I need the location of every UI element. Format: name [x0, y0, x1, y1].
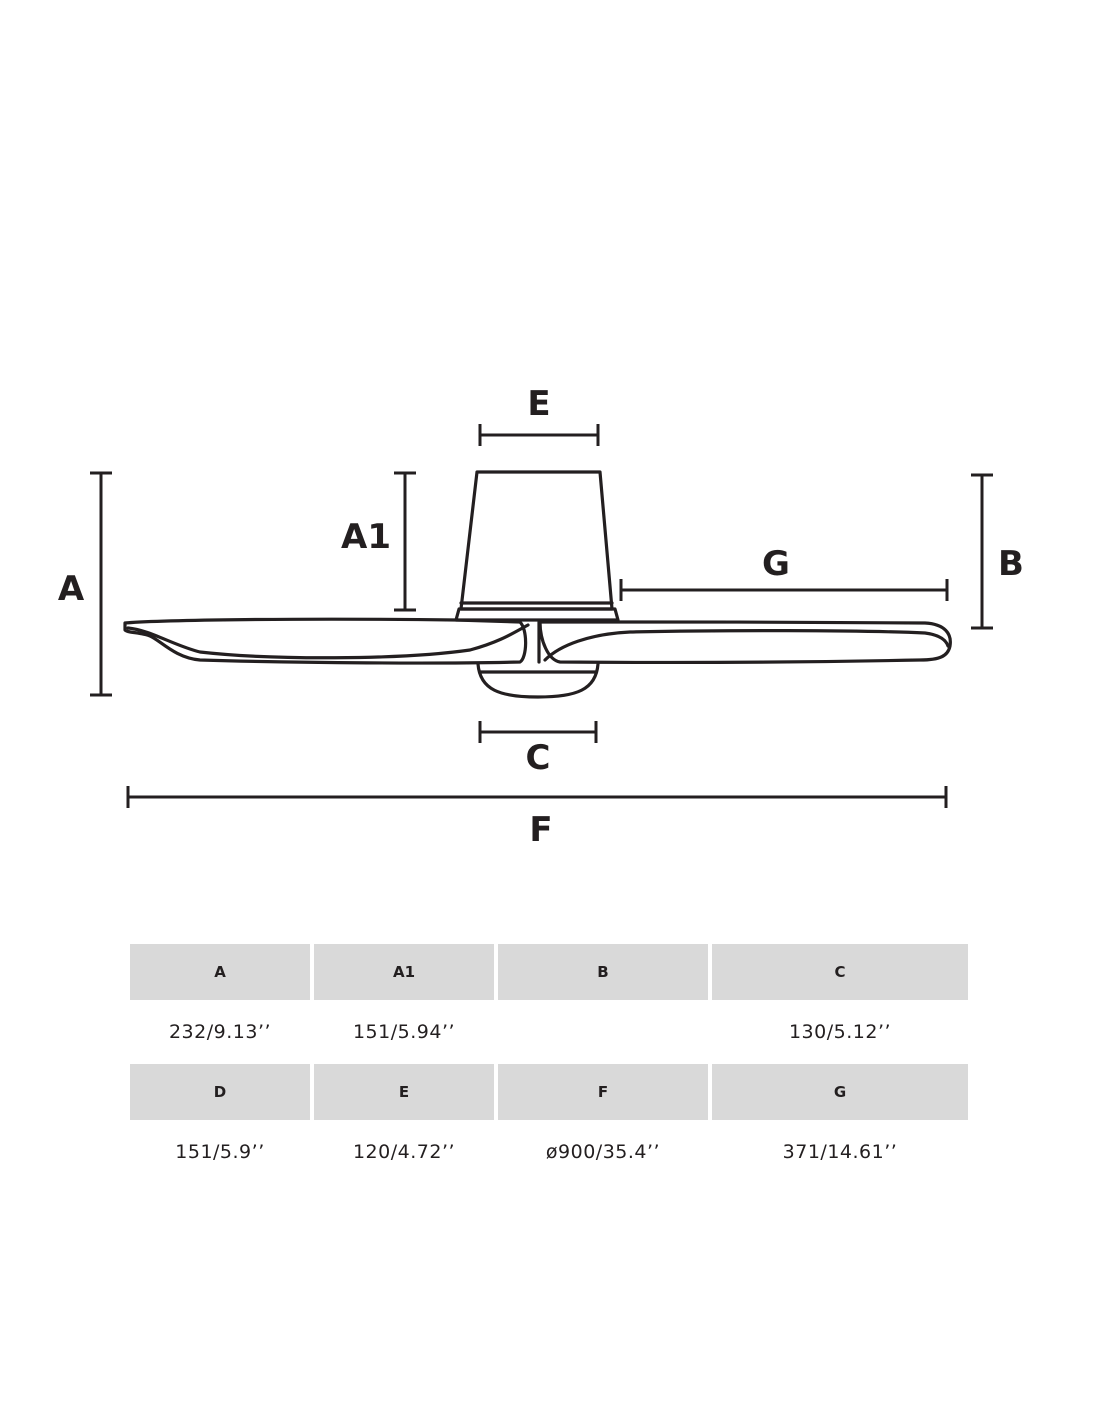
label-f: F: [529, 810, 552, 850]
value-cell-e: 120/4.72’’: [352, 1141, 456, 1163]
label-g: G: [762, 544, 790, 584]
value-cell-f: ø900/35.4’’: [545, 1141, 661, 1163]
value-cell-d: 151/5.9’’: [175, 1141, 265, 1163]
dimension-a1: A1: [341, 471, 416, 612]
header-cell-g: G: [712, 1064, 968, 1120]
dimensions-table: A A1 B C 232/9.13’’ 151/5.94’’ 130/5.12’…: [130, 944, 968, 1184]
motor-housing: [459, 470, 614, 611]
header-cell-f: F: [498, 1064, 708, 1120]
ceiling-fan-drawing: [123, 470, 952, 699]
label-e: E: [527, 384, 550, 424]
dimension-f: F: [126, 786, 948, 850]
label-b: B: [998, 544, 1024, 584]
dimension-e: E: [478, 384, 600, 446]
table-value-row: 151/5.9’’ 120/4.72’’ ø900/35.4’’ 371/14.…: [130, 1120, 968, 1184]
table-value-row: 232/9.13’’ 151/5.94’’ 130/5.12’’: [130, 1000, 968, 1064]
value-cell-b: [498, 1000, 708, 1064]
header-cell-c: C: [712, 944, 968, 1000]
housing-base-ring: [454, 607, 620, 622]
label-a1: A1: [341, 517, 391, 557]
right-blade: [538, 620, 952, 664]
dimension-c: C: [478, 721, 598, 778]
left-blade: [123, 617, 528, 665]
light-kit: [476, 662, 600, 699]
dimension-g: G: [619, 544, 949, 601]
table-header-row: D E F G: [130, 1064, 968, 1120]
label-a: A: [58, 569, 85, 609]
label-c: C: [526, 738, 551, 778]
dimension-a: A: [58, 471, 112, 697]
header-cell-a: A: [130, 944, 310, 1000]
table-header-row: A A1 B C: [130, 944, 968, 1000]
header-cell-b: B: [498, 944, 708, 1000]
value-cell-a1: 151/5.94’’: [352, 1021, 456, 1043]
dimension-b: B: [971, 473, 1024, 630]
header-cell-a1: A1: [314, 944, 494, 1000]
header-cell-e: E: [314, 1064, 494, 1120]
value-cell-g: 371/14.61’’: [782, 1141, 898, 1163]
value-cell-c: 130/5.12’’: [788, 1021, 892, 1043]
value-cell-a: 232/9.13’’: [168, 1021, 272, 1043]
header-cell-d: D: [130, 1064, 310, 1120]
